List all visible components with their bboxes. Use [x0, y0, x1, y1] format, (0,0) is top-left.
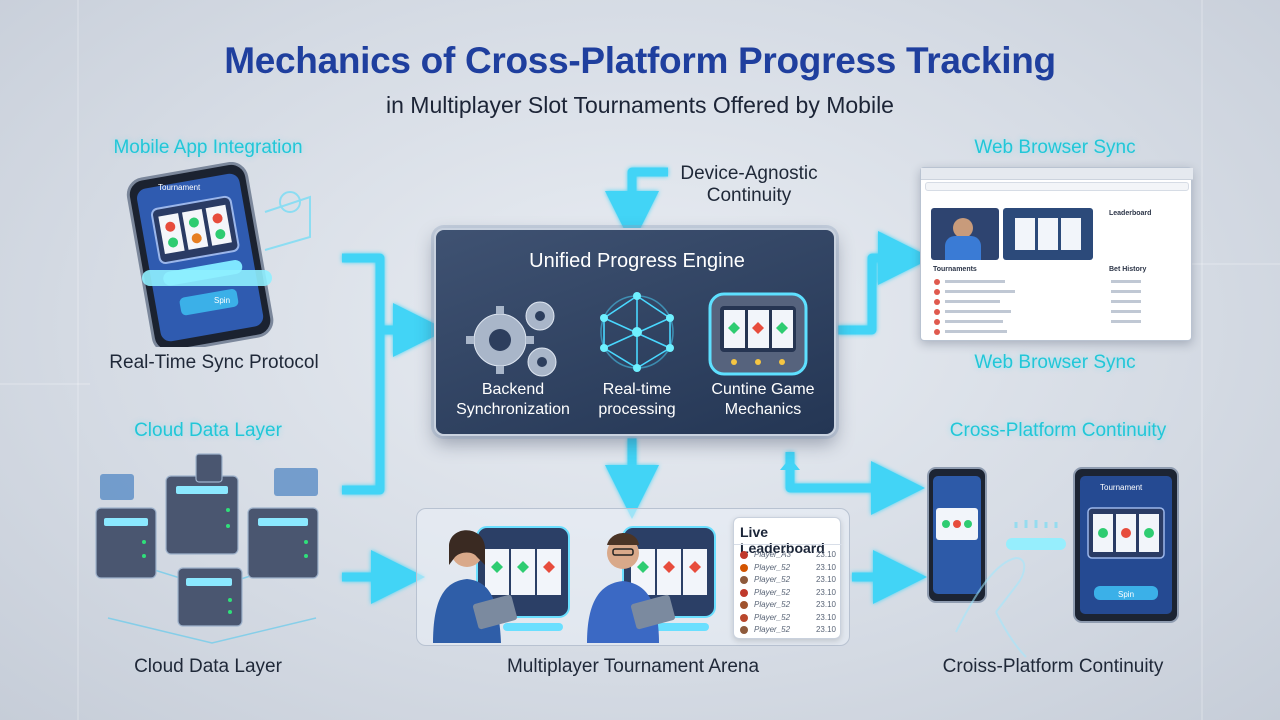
- leaderboard-player-name: Player_A3: [754, 550, 791, 559]
- leaderboard-row: Player_52 23.10: [740, 575, 838, 588]
- avatar: [740, 551, 748, 559]
- slot-machine-icon: [708, 292, 808, 376]
- leaderboard-score: 23.10: [815, 562, 836, 572]
- label-realtime-sync-protocol: Real-Time Sync Protocol: [109, 352, 319, 373]
- engine-item-realtime-line1: Real-time: [602, 381, 672, 398]
- leaderboard-score: 23.10: [815, 612, 836, 622]
- mobile-phone-illustration: [126, 162, 311, 347]
- browser-tournaments-heading: Tournaments: [933, 266, 977, 273]
- leaderboard-row: Player_52 23.10: [740, 625, 838, 638]
- avatar: [740, 563, 748, 572]
- engine-item-backend: Backend Synchronization: [436, 380, 590, 420]
- leaderboard-player-name: Player_52: [754, 587, 791, 597]
- arrow-agnostic-to-engine: [605, 167, 668, 245]
- label-cross-platform-bottom: Croiss-Platform Continuity: [942, 656, 1164, 677]
- browser-player-video: [931, 208, 999, 260]
- arrow-engine-cross-bidirectional: [785, 452, 925, 515]
- browser-list-rows: [934, 279, 1141, 335]
- leaderboard-score: 23.10: [815, 600, 836, 609]
- leaderboard-row: Player_52 23.10: [740, 588, 838, 601]
- leaderboard-player-name: Player_52: [754, 612, 791, 622]
- leaderboard-row: Player_A3 23.10: [740, 550, 838, 563]
- label-device-agnostic: Device-Agnostic Continuity: [664, 163, 834, 207]
- browser-slot-reels: [1003, 208, 1093, 260]
- players-illustration: [433, 526, 716, 643]
- label-cross-platform-top: Cross-Platform Continuity: [949, 420, 1167, 441]
- browser-bet-history-heading: Bet History: [1109, 266, 1147, 273]
- progress-bar-glow: [142, 270, 272, 286]
- page-title: Mechanics of Cross-Platform Progress Tra…: [224, 40, 1056, 81]
- arrow-engine-to-web: [838, 231, 932, 335]
- cloud-servers-illustration: [95, 453, 319, 644]
- label-tournament-arena: Multiplayer Tournament Arena: [506, 656, 760, 677]
- browser-leaderboard-heading: Leaderboard: [1109, 210, 1152, 217]
- leaderboard-score: 23.10: [815, 575, 836, 584]
- engine-item-game-mechanics: Cuntine Game Mechanics: [692, 380, 834, 420]
- engine-item-game-mechanics-line1: Cuntine Game: [711, 381, 815, 398]
- engine-item-realtime-line2: processing: [598, 401, 676, 418]
- avatar: [740, 588, 748, 597]
- engine-item-realtime: Real-time processing: [564, 380, 710, 420]
- leaderboard-player-name: Player_52: [754, 562, 791, 572]
- arrow-mobile-to-engine: [342, 253, 447, 357]
- engine-item-game-mechanics-line2: Mechanics: [724, 401, 802, 418]
- leaderboard-player-name: Player_52: [754, 575, 791, 584]
- phone-spin-button[interactable]: Spin: [214, 296, 231, 305]
- avatar: [740, 601, 748, 609]
- leaderboard-player-name: Player_52: [754, 600, 791, 609]
- avatar: [740, 613, 748, 622]
- leaderboard-score: 23.10: [815, 625, 836, 634]
- phone-header: Tournament: [158, 183, 201, 192]
- unified-progress-engine-panel: Unified Progress Engine: [434, 228, 836, 436]
- label-device-agnostic-line1: Device-Agnostic: [680, 163, 818, 184]
- leaderboard-score: 23.10: [815, 587, 836, 597]
- leaderboard-score: 23.10: [815, 550, 836, 559]
- label-device-agnostic-line2: Continuity: [706, 185, 792, 206]
- arrow-cloud-to-engine: [342, 330, 385, 495]
- leaderboard-row: Player_52 23.10: [740, 600, 838, 613]
- web-browser-window: Leaderboard Bet History Tournaments: [920, 167, 1193, 341]
- tablet-header: Tournament: [1100, 483, 1143, 492]
- engine-item-backend-line1: Backend: [481, 381, 545, 398]
- gears-icon: [466, 301, 557, 377]
- label-web-browser-sync-top: Web Browser Sync: [974, 137, 1136, 158]
- browser-address-bar[interactable]: [925, 182, 1189, 191]
- leaderboard-row: Player_52 23.10: [740, 563, 838, 576]
- avatar: [740, 626, 748, 634]
- cross-platform-devices: [927, 467, 1179, 658]
- label-web-browser-sync-bottom: Web Browser Sync: [974, 352, 1136, 373]
- engine-title: Unified Progress Engine: [529, 250, 745, 272]
- label-cloud-data-layer-top: Cloud Data Layer: [134, 420, 282, 441]
- leaderboard-row: Player_52 23.10: [740, 613, 838, 626]
- label-cloud-data-layer-bottom: Cloud Data Layer: [134, 656, 282, 677]
- page-subtitle: in Multiplayer Slot Tournaments Offered …: [386, 92, 894, 118]
- avatar: [740, 576, 748, 584]
- leaderboard-player-name: Player_52: [754, 625, 791, 634]
- tablet-spin-button[interactable]: Spin: [1118, 590, 1135, 599]
- label-mobile-app-integration: Mobile App Integration: [113, 137, 303, 158]
- browser-tab-bar: [921, 168, 1193, 180]
- engine-item-backend-line2: Synchronization: [456, 401, 570, 418]
- network-icon: [600, 292, 674, 372]
